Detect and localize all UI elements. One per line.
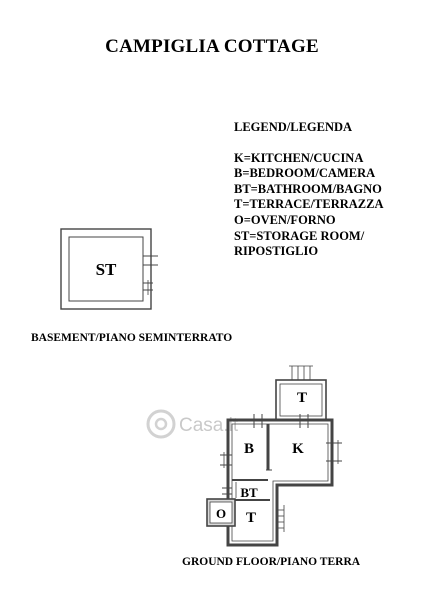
watermark-circle-icon (154, 417, 168, 431)
terrace-top-inner (279, 383, 323, 417)
legend-item-oven: O=OVEN/FORNO (234, 212, 336, 227)
basement-plan (60, 228, 158, 310)
plan-title: CAMPIGLIA COTTAGE (105, 36, 319, 57)
legend-item-storage-cont: RIPOSTIGLIO (234, 244, 319, 259)
watermark-circle-icon (146, 409, 176, 439)
watermark-logo (146, 409, 176, 439)
legend-item-storage: ST=STORAGE ROOM/ (234, 228, 365, 243)
room-label-bathroom: BT (240, 485, 258, 500)
legend-item-terrace: T=TERRACE/TERRAZZA (234, 197, 384, 212)
ground-floor-plan (206, 365, 342, 547)
main-inner-wall (231, 423, 329, 542)
basement-caption: BASEMENT/PIANO SEMINTERRATO (31, 332, 233, 344)
room-label-bedroom: B (244, 441, 254, 457)
legend-heading: LEGEND/LEGENDA (234, 120, 353, 134)
room-label-storage: ST (96, 260, 117, 279)
room-label-terrace-bottom: T (246, 510, 256, 526)
room-label-oven: O (216, 506, 226, 521)
watermark-text: Casa.it (179, 415, 239, 436)
ground-floor-caption: GROUND FLOOR/PIANO TERRA (182, 556, 361, 568)
oven-inner (209, 501, 233, 524)
legend-item-bathroom: BT=BATHROOM/BAGNO (234, 181, 382, 196)
room-label-kitchen: K (292, 441, 304, 457)
legend-item-bedroom: B=BEDROOM/CAMERA (234, 166, 376, 181)
main-outer-wall (226, 418, 334, 547)
room-label-terrace-top: T (297, 390, 307, 406)
basement-inner-wall (68, 236, 144, 302)
legend: LEGEND/LEGENDA K=KITCHEN/CUCINA B=BEDROO… (234, 120, 384, 260)
legend-item-kitchen: K=KITCHEN/CUCINA (234, 150, 364, 165)
